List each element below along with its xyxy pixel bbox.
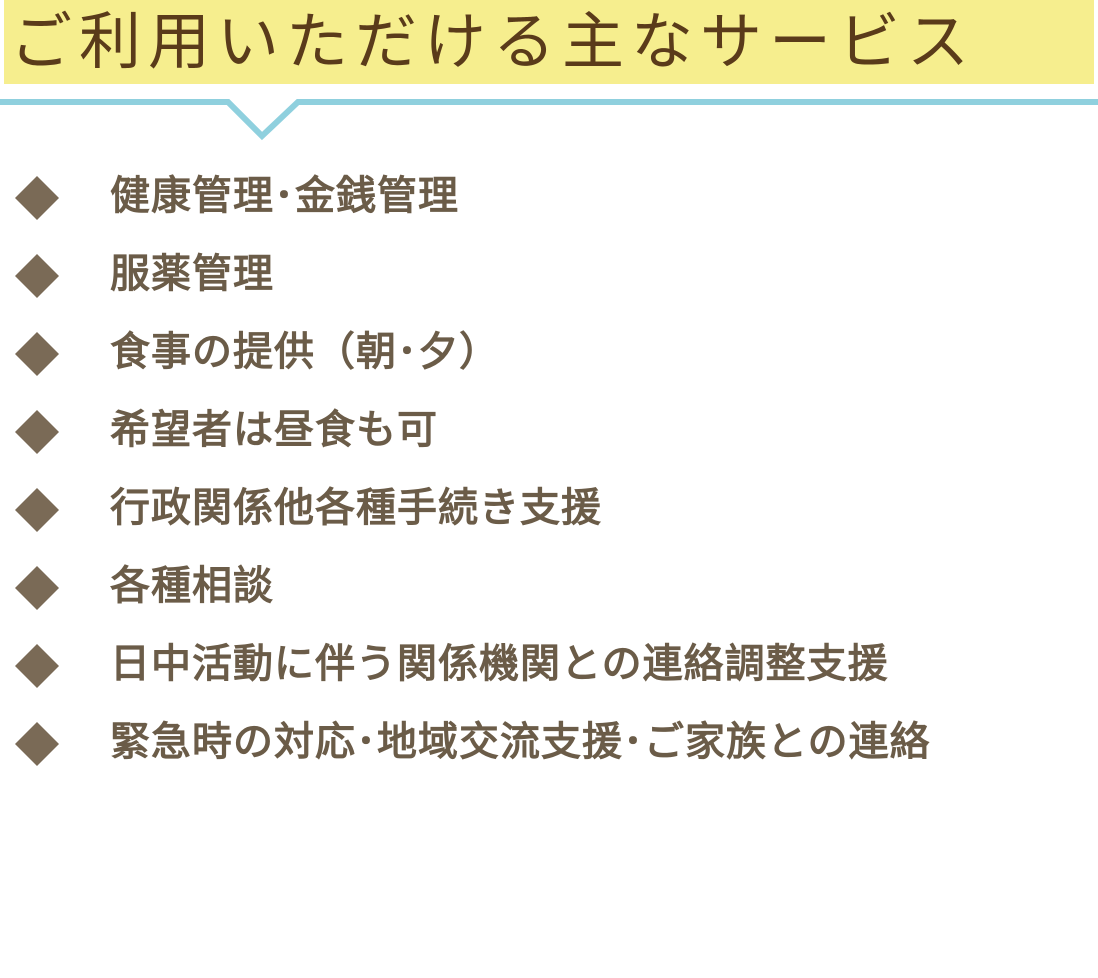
diamond-icon: [15, 410, 59, 454]
service-label: 各種相談: [110, 563, 274, 609]
service-label: 緊急時の対応･地域交流支援･ご家族との連絡: [110, 719, 931, 765]
diamond-icon: [15, 722, 59, 766]
list-item: 希望者は昼食も可: [0, 392, 1098, 470]
service-label: 希望者は昼食も可: [110, 407, 438, 453]
list-item: 緊急時の対応･地域交流支援･ご家族との連絡: [0, 704, 1098, 782]
diamond-icon: [15, 254, 59, 298]
service-list: 健康管理･金銭管理 服薬管理 食事の提供（朝･夕） 希望者は昼食も可 行政関係他…: [0, 158, 1098, 782]
list-item: 服薬管理: [0, 236, 1098, 314]
service-label: 食事の提供（朝･夕）: [110, 329, 500, 375]
divider-line: [0, 99, 1098, 141]
divider-pointer: [0, 99, 1098, 141]
service-label: 行政関係他各種手続き支援: [110, 485, 602, 531]
service-label: 服薬管理: [110, 251, 274, 297]
diamond-icon: [15, 644, 59, 688]
diamond-icon: [15, 488, 59, 532]
diamond-icon: [15, 176, 59, 220]
list-item: 各種相談: [0, 548, 1098, 626]
diamond-icon: [15, 566, 59, 610]
list-item: 行政関係他各種手続き支援: [0, 470, 1098, 548]
list-item: 日中活動に伴う関係機関との連絡調整支援: [0, 626, 1098, 704]
diamond-icon: [15, 332, 59, 376]
title-banner: ご利用いただける主なサービス: [4, 0, 1094, 84]
list-item: 健康管理･金銭管理: [0, 158, 1098, 236]
service-label: 健康管理･金銭管理: [110, 173, 459, 219]
service-label: 日中活動に伴う関係機関との連絡調整支援: [110, 641, 889, 687]
page-title: ご利用いただける主なサービス: [10, 5, 977, 78]
list-item: 食事の提供（朝･夕）: [0, 314, 1098, 392]
